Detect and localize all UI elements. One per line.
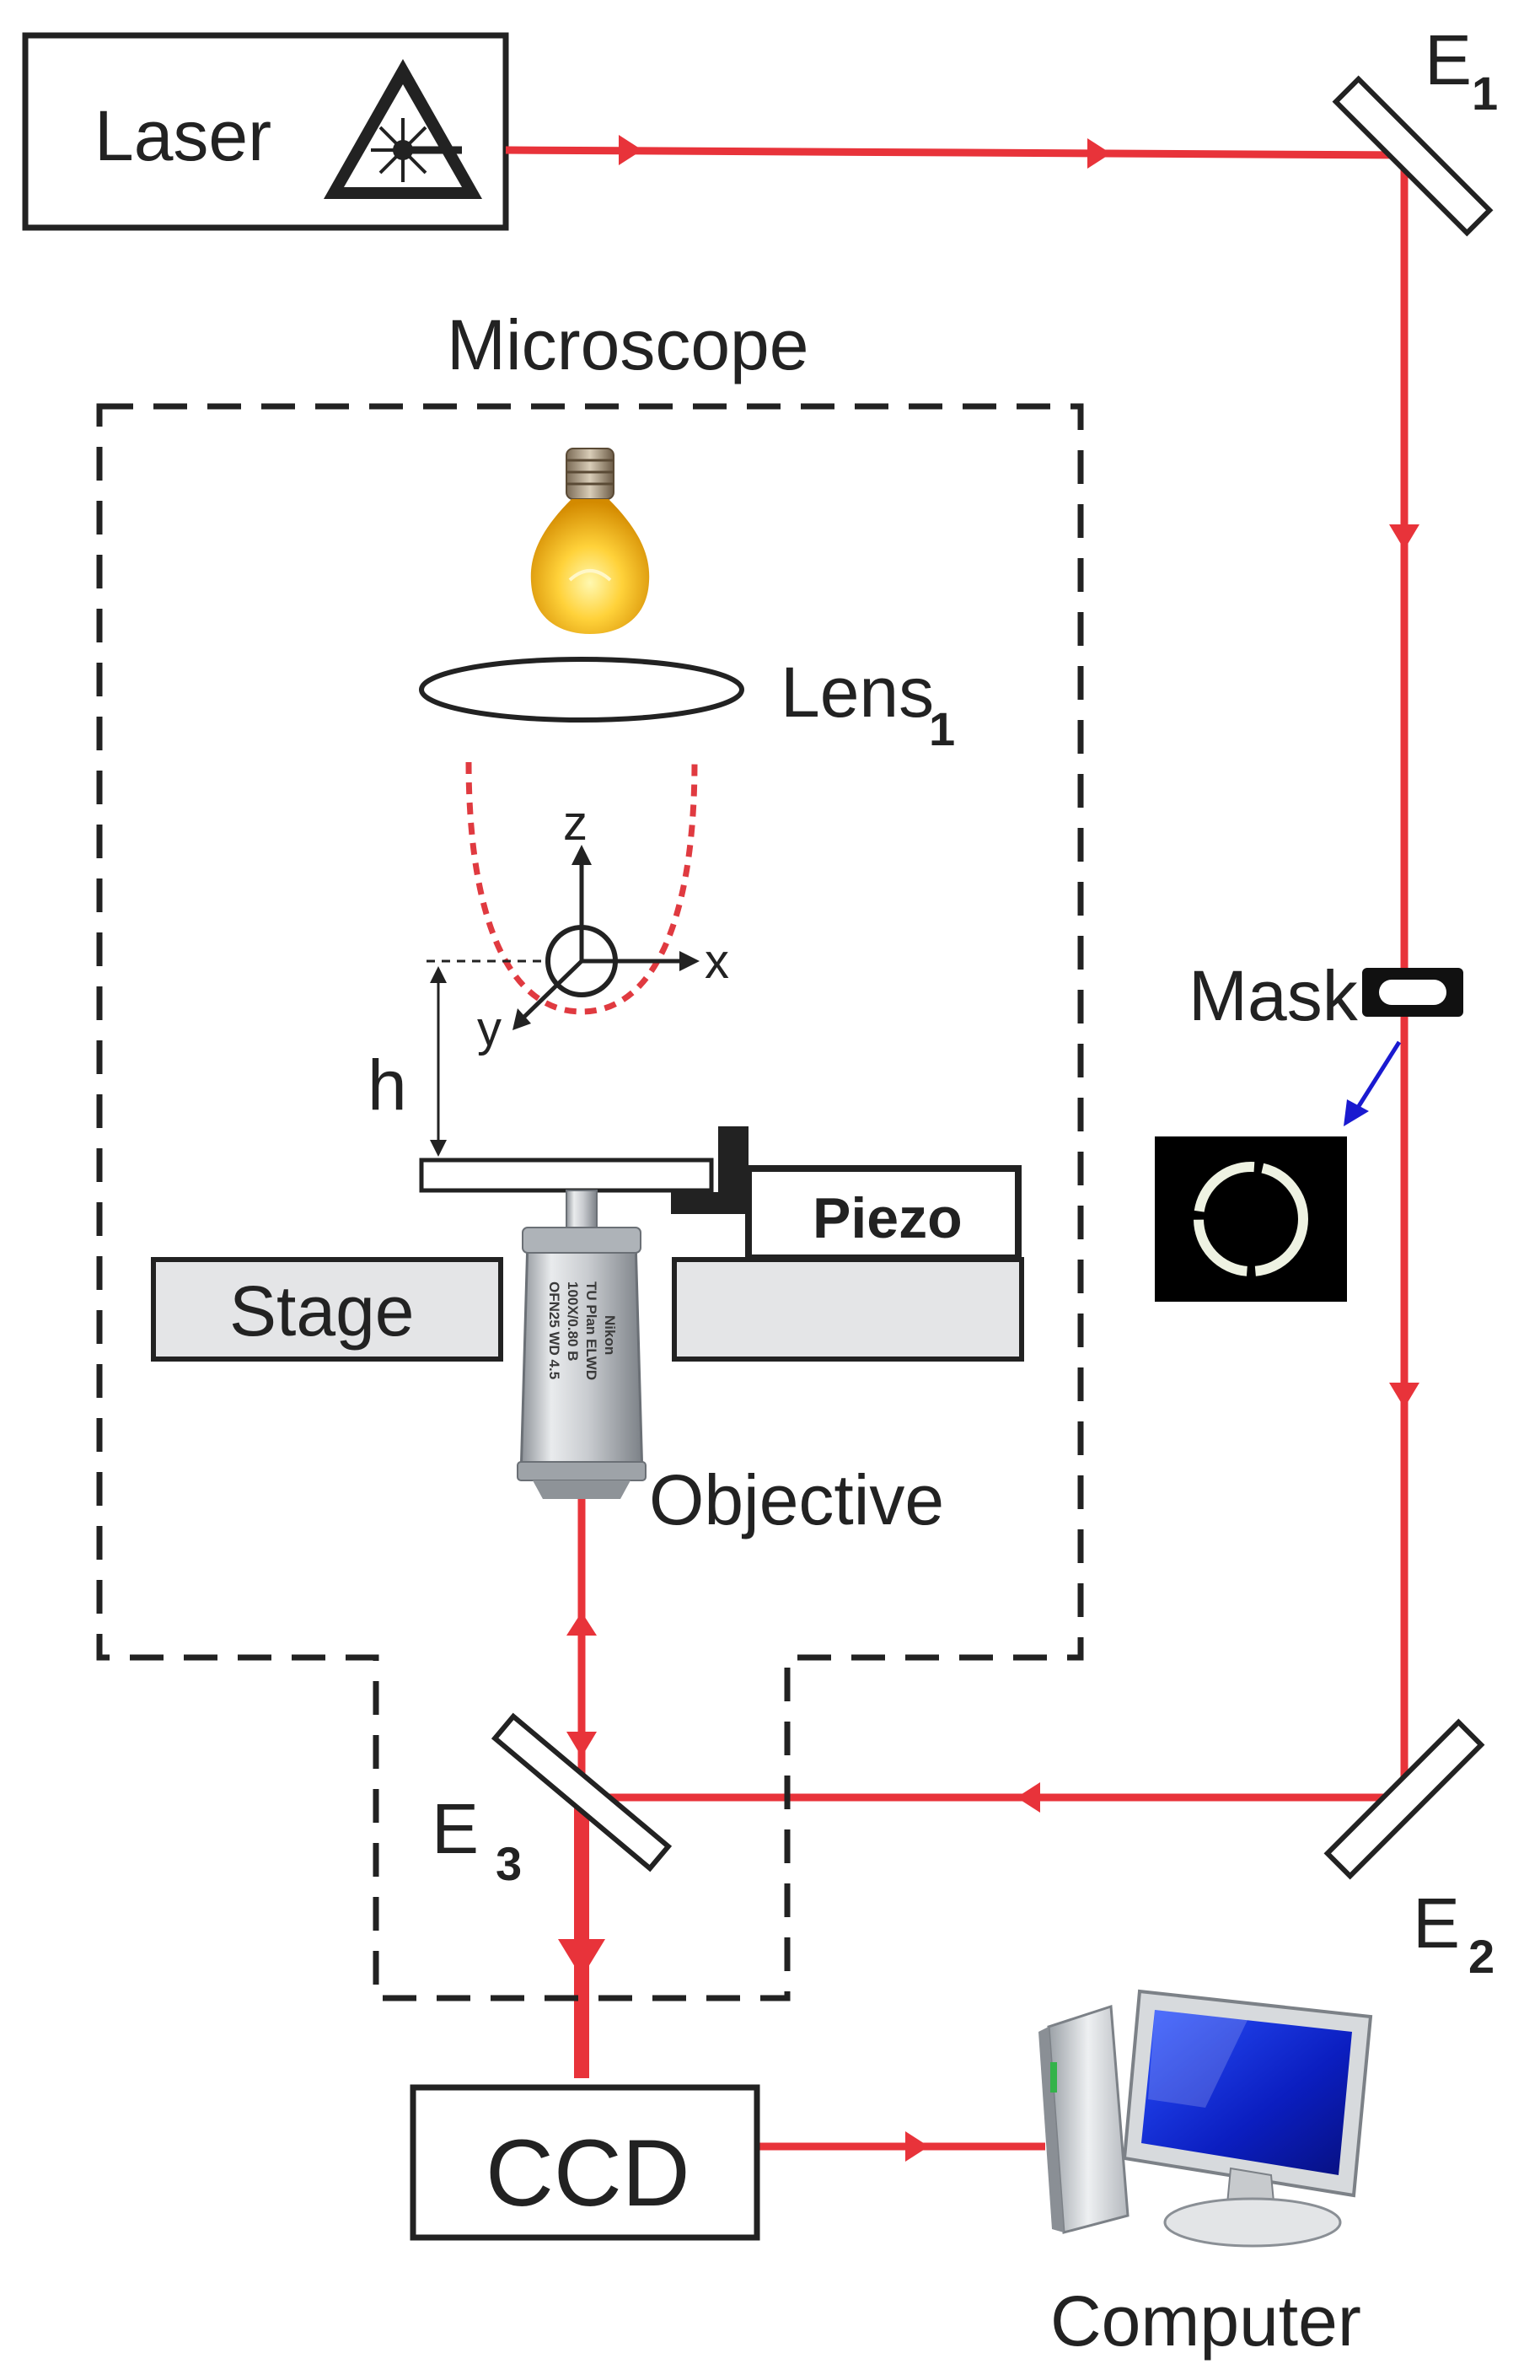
laser-label: Laser	[94, 96, 271, 175]
microscope-housing	[96, 403, 1084, 2001]
desktop-computer-icon	[1038, 1989, 1373, 2248]
axis-x-label: x	[705, 934, 729, 989]
axis-z-label: z	[563, 796, 588, 851]
mirror-e3-subscript: 3	[496, 1837, 522, 1890]
microscope-stage-right	[672, 1257, 1024, 1362]
lens-1	[419, 657, 744, 723]
microscope-stage-left: Stage	[151, 1257, 503, 1362]
trapped-particle	[545, 925, 618, 997]
ccd-camera: CCD	[410, 2084, 760, 2241]
mirror-e3-label: E	[432, 1789, 479, 1868]
axis-y-label: y	[477, 1002, 502, 1056]
ccd-label: CCD	[486, 2120, 690, 2226]
svg-text:OFN25 WD 4.5: OFN25 WD 4.5	[546, 1281, 562, 1379]
objective-label: Objective	[649, 1460, 944, 1539]
lens-1-subscript: 1	[929, 702, 955, 755]
mask	[1362, 968, 1463, 1017]
beam-arrow	[905, 2131, 929, 2162]
sample-slide	[419, 1158, 714, 1193]
mirror-e1-label: E	[1425, 20, 1472, 99]
height-label: h	[368, 1045, 407, 1125]
mirror-e1	[1332, 75, 1494, 237]
beam-arrow	[619, 135, 642, 165]
svg-text:100X/0.80 B: 100X/0.80 B	[565, 1281, 581, 1362]
mirror-e1-subscript: 1	[1472, 67, 1498, 120]
mirror-e3	[491, 1712, 673, 1872]
mirror-e2-label: E	[1413, 1883, 1460, 1963]
laser-box: Laser	[22, 32, 509, 231]
mask-pointer-arrow	[1344, 1040, 1402, 1126]
lens-1-label: Lens	[781, 653, 934, 732]
piezo-stage: Piezo	[745, 1165, 1022, 1261]
piezo-clamp	[671, 1126, 749, 1214]
svg-text:Nikon: Nikon	[602, 1315, 618, 1355]
beam-arrow	[1017, 1782, 1040, 1813]
beam-arrow	[1389, 1383, 1419, 1408]
beam-arrow	[558, 1939, 605, 1978]
mirror-e2	[1323, 1718, 1485, 1880]
objective-engraving: Nikon TU Plan ELWD 100X/0.80 B OFN25 WD …	[546, 1281, 618, 1380]
mirror-e2-subscript: 2	[1468, 1930, 1494, 1983]
height-arrow	[430, 966, 447, 1157]
svg-text:TU Plan ELWD: TU Plan ELWD	[583, 1281, 599, 1380]
objective-lens: Nikon TU Plan ELWD 100X/0.80 B OFN25 WD …	[517, 1190, 647, 1499]
beam-arrow	[1087, 138, 1111, 169]
optical-trap-curve	[465, 761, 698, 1015]
ring-beam-icon	[1155, 1136, 1347, 1302]
light-bulb-icon	[530, 448, 650, 634]
laser-hazard-icon	[324, 59, 482, 199]
beam-arrow	[1389, 524, 1419, 550]
beam-direction-arrows	[558, 135, 1419, 2162]
coordinate-axes	[512, 845, 700, 1030]
piezo-label: Piezo	[813, 1186, 963, 1250]
microscope-label: Microscope	[447, 305, 808, 384]
beam-arrow	[566, 1612, 597, 1636]
beam-arrow	[566, 1732, 597, 1757]
mask-label: Mask	[1189, 956, 1359, 1035]
stage-label: Stage	[229, 1271, 415, 1351]
computer-label: Computer	[1050, 2281, 1361, 2361]
